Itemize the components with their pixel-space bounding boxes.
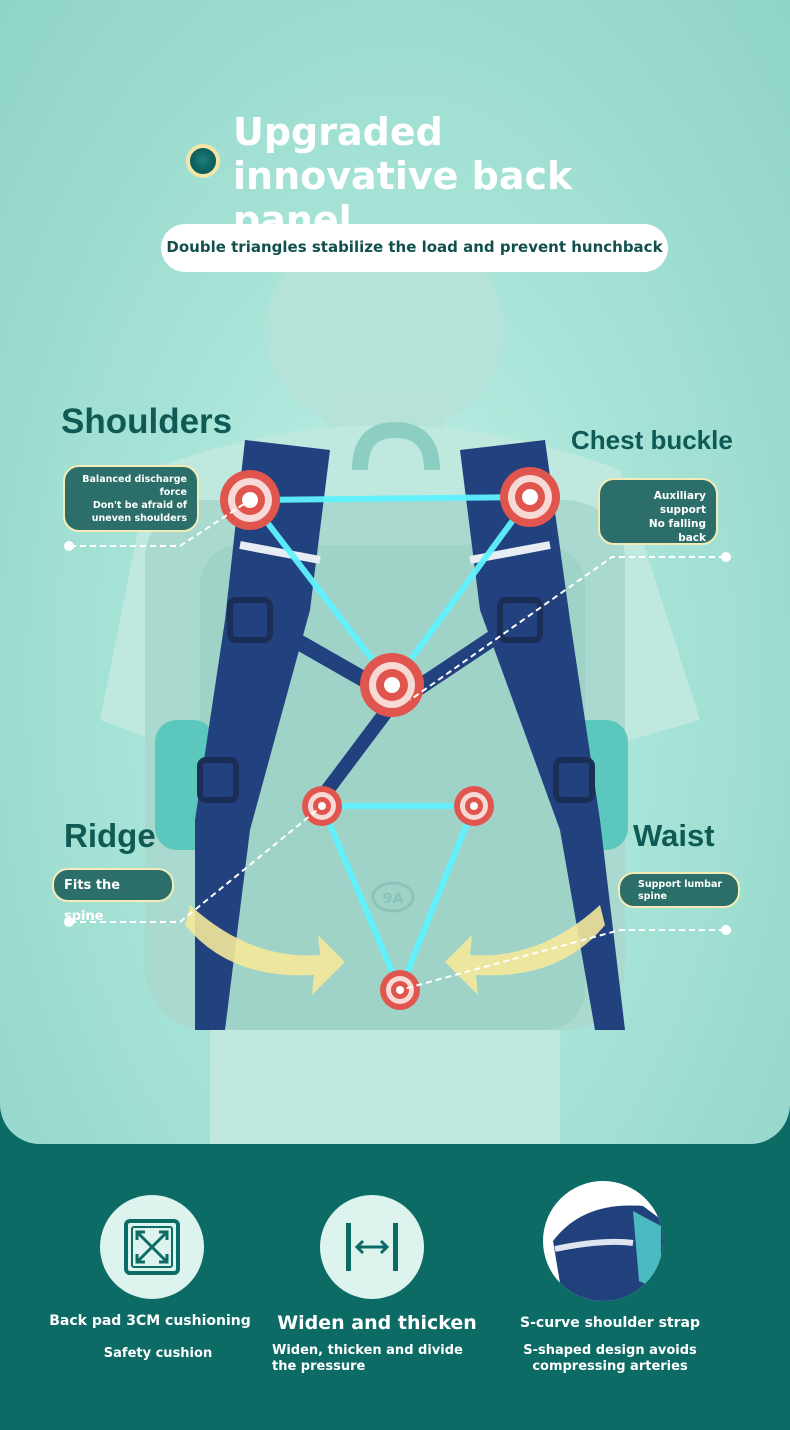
page-title: Upgraded innovative back panel <box>233 110 573 242</box>
backpack-illustration: 9A <box>64 225 731 1144</box>
ridge-label: Ridge <box>64 817 156 854</box>
feature-1-subtitle: Safety cushion <box>103 1346 213 1361</box>
chest-buckle-callout: Auxiliary support No falling back <box>598 478 718 545</box>
chest-buckle-label: Chest buckle <box>571 425 733 455</box>
target-chest <box>360 653 424 717</box>
feature-3-subtitle: S-shaped design avoids compressing arter… <box>523 1343 697 1374</box>
feature-cushion-icon-bg <box>100 1195 204 1299</box>
chest-line-1: Auxiliary support <box>653 490 706 516</box>
waist-callout: Support lumbar spine <box>618 872 740 908</box>
ridge-callout: Fits the spine <box>52 868 174 924</box>
waist-label: Waist <box>633 818 715 853</box>
title-bullet-icon <box>186 144 220 178</box>
chest-line-2: No falling <box>648 518 706 530</box>
target-ridge-right <box>454 786 494 826</box>
shoulders-line-4: uneven shoulders <box>91 513 187 524</box>
subtitle-pill: Double triangles stabilize the load and … <box>161 224 668 272</box>
feature-widen-icon-bg <box>320 1195 424 1299</box>
hero-panel: 9A <box>0 0 790 1144</box>
shoulder-strap-photo <box>553 1205 663 1301</box>
shoulders-line-3: Don't be afraid of <box>92 500 187 511</box>
chest-line-3: back <box>678 532 706 544</box>
backpack-badge: 9A <box>383 891 404 907</box>
waist-text: Support lumbar spine <box>638 879 723 902</box>
feature-1-title: Back pad 3CM cushioning <box>49 1313 251 1329</box>
target-shoulder-right <box>500 467 560 527</box>
feature-strap-photo <box>543 1181 663 1301</box>
feature-3-title: S-curve shoulder strap <box>520 1315 700 1331</box>
width-arrow-icon <box>346 1223 398 1271</box>
shoulders-line-1: Balanced discharge <box>82 474 187 485</box>
shoulders-line-2: force <box>159 487 187 498</box>
feature-2-title: Widen and thicken <box>277 1312 477 1334</box>
ridge-text: Fits the spine <box>64 878 121 924</box>
subtitle: Double triangles stabilize the load and … <box>166 238 663 256</box>
feature-2-subtitle: Widen, thicken and divide the pressure <box>272 1343 463 1374</box>
shoulders-callout: Balanced discharge force Don't be afraid… <box>63 465 199 532</box>
shoulders-label: Shoulders <box>61 402 233 441</box>
expand-arrows-icon <box>124 1219 180 1275</box>
